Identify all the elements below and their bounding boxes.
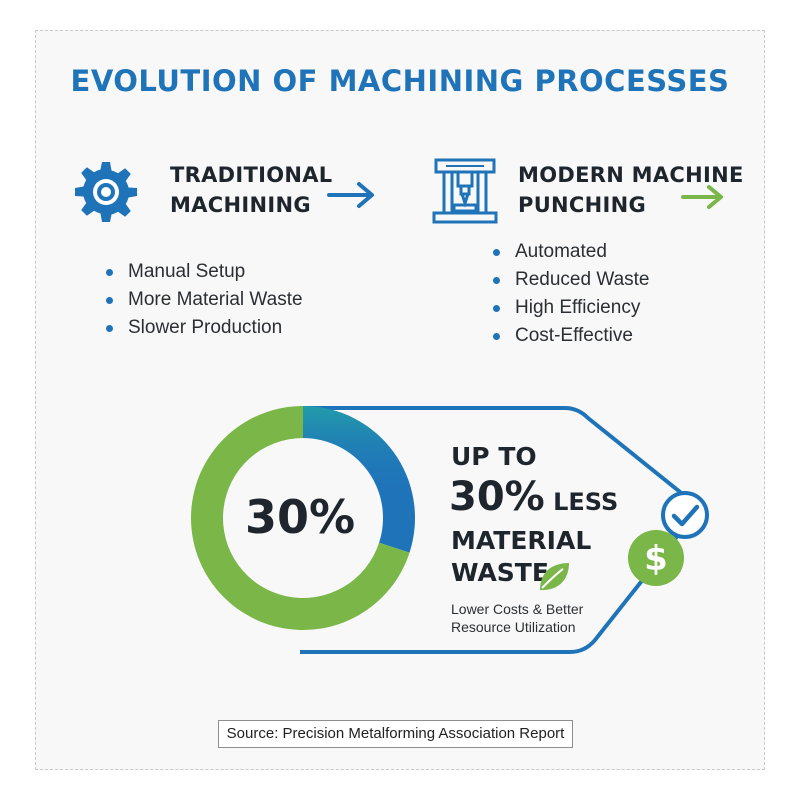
list-item: More Material Waste bbox=[106, 286, 303, 314]
callout-line-3: MATERIAL bbox=[451, 526, 592, 555]
gear-icon bbox=[75, 162, 137, 222]
infographic-frame bbox=[35, 30, 765, 770]
check-circle-icon bbox=[661, 491, 709, 539]
source-caption: Source: Precision Metalforming Associati… bbox=[218, 720, 573, 748]
donut-slice-remainder bbox=[191, 406, 410, 630]
list-item: Cost-Effective bbox=[493, 322, 649, 350]
punch-press-icon bbox=[432, 158, 498, 224]
modern-bullets: Automated Reduced Waste High Efficiency … bbox=[493, 238, 649, 350]
callout-less: LESS bbox=[544, 488, 619, 516]
dollar-circle-icon: $ bbox=[628, 530, 684, 586]
callout-subtext: Lower Costs & Better Resource Utilizatio… bbox=[451, 601, 584, 635]
list-item: Reduced Waste bbox=[493, 266, 649, 294]
svg-text:$: $ bbox=[644, 539, 668, 579]
modern-title: MODERN MACHINE PUNCHING bbox=[518, 163, 744, 217]
arrow-right-icon bbox=[327, 182, 374, 208]
callout-line-4: WASTE bbox=[451, 558, 549, 587]
traditional-title: TRADITIONAL MACHINING bbox=[170, 163, 333, 217]
donut-center-value: 30% bbox=[244, 490, 356, 544]
leaf-icon bbox=[540, 563, 569, 591]
donut-chart bbox=[191, 406, 415, 630]
callout-percent: 30% bbox=[449, 474, 545, 520]
list-item: Manual Setup bbox=[106, 258, 303, 286]
list-item: Automated bbox=[493, 238, 649, 266]
traditional-bullets: Manual Setup More Material Waste Slower … bbox=[106, 258, 303, 342]
list-item: Slower Production bbox=[106, 314, 303, 342]
page-title: EVOLUTION OF MACHINING PROCESSES bbox=[70, 64, 730, 98]
donut-slice-highlight-shade bbox=[303, 406, 415, 553]
callout-line-2: 30% LESS bbox=[449, 474, 618, 520]
list-item: High Efficiency bbox=[493, 294, 649, 322]
callout-line-1: UP TO bbox=[451, 442, 537, 471]
arrow-right-green-icon bbox=[681, 185, 723, 209]
